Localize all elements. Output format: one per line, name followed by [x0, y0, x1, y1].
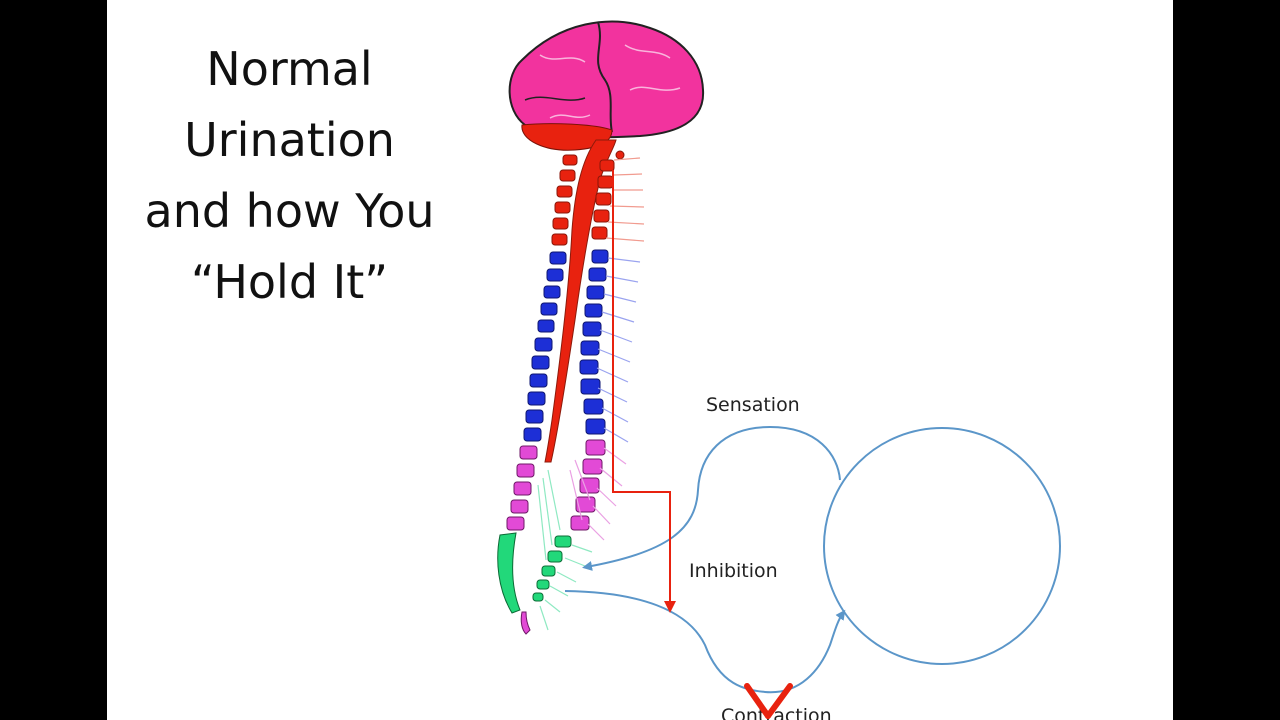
- bladder-circle: [823, 427, 1061, 665]
- cervical-vertebrae: [551, 150, 625, 246]
- title-line-3: and how You: [144, 184, 435, 238]
- contraction-pathway-arrow: [564, 590, 846, 694]
- slide-title: Normal Urination and how You “Hold It”: [107, 34, 472, 318]
- spinal-cord: [544, 139, 617, 463]
- letterbox-right: [1173, 0, 1280, 720]
- title-line-1: Normal: [206, 42, 373, 96]
- slide: Normal Urination and how You “Hold It”: [107, 0, 1173, 720]
- urination-reflex-diagram: Sensation Inhibition Contraction: [497, 20, 1061, 720]
- inhibition-signal-arrow: [612, 170, 676, 613]
- inhibition-label: Inhibition: [689, 560, 778, 582]
- sacral-vertebrae: [497, 532, 572, 635]
- title-line-4: “Hold It”: [190, 255, 389, 309]
- sensation-pathway-arrow: [582, 425, 841, 571]
- letterbox-left: [0, 0, 107, 720]
- contraction-label: Contraction: [721, 705, 832, 720]
- cross-mark: [744, 683, 793, 719]
- lumbar-vertebrae: [506, 439, 606, 531]
- thoracic-vertebrae: [523, 249, 609, 442]
- sensation-label: Sensation: [706, 394, 800, 416]
- brain-illustration: [508, 20, 705, 139]
- title-line-2: Urination: [184, 113, 395, 167]
